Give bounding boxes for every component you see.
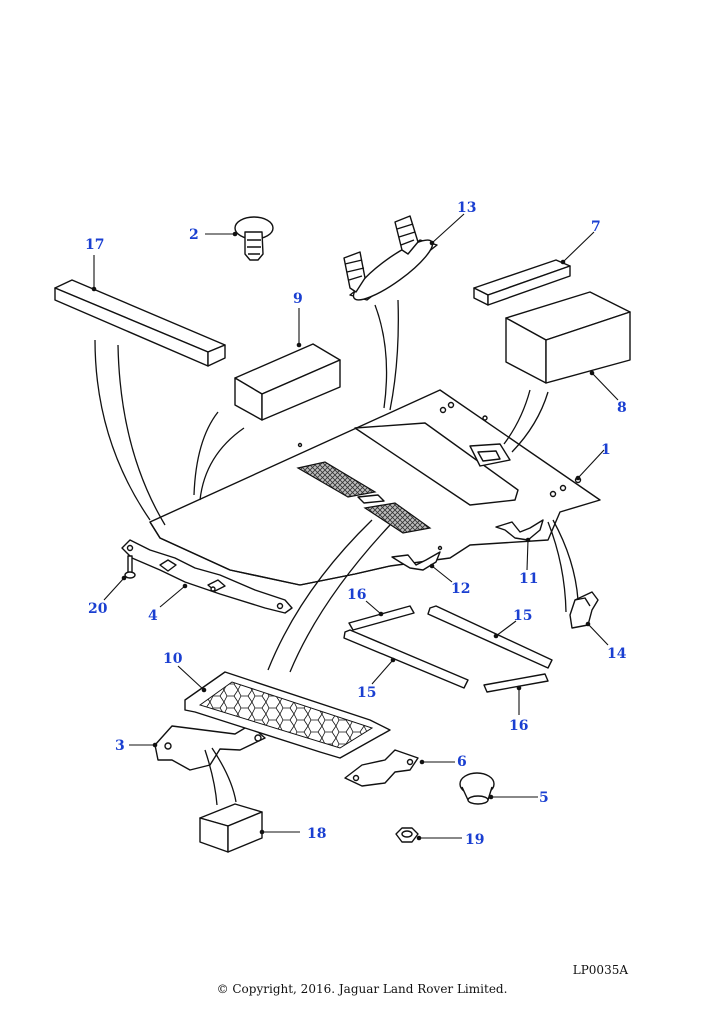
callout-11: 11 [519,571,538,587]
headlining-panel [149,389,601,586]
hex-nut [395,827,419,843]
mesh-grille [184,671,391,759]
callout-2: 2 [189,227,199,243]
callout-16-upper: 16 [347,587,366,603]
callout-7: 7 [591,219,601,235]
cap-knob [459,772,495,805]
callout-16-lower: 16 [509,718,528,734]
callout-17: 17 [85,237,104,253]
screw [124,555,136,579]
push-clip [234,216,274,261]
callout-9: 9 [293,291,303,307]
callout-19: 19 [465,832,484,848]
trim-strip-left [343,629,469,689]
cable-grommet [343,215,438,301]
bracket-plate [154,724,266,771]
callout-labels: 1 2 3 4 5 6 7 8 9 10 11 12 13 14 15 15 1… [85,200,627,848]
trim-strip-right [427,605,553,669]
callout-1: 1 [601,442,611,458]
foam-bar [54,279,226,367]
leader-lines [91,213,619,841]
hook-clip [495,519,544,541]
end-cover [569,591,599,629]
callout-5: 5 [539,790,549,806]
callout-13: 13 [457,200,476,216]
callout-15-upper: 15 [513,608,532,624]
callout-15-lower: 15 [357,685,376,701]
rail-bracket [121,539,293,614]
pad-block-small [199,803,263,853]
callout-6: 6 [457,754,467,770]
callout-8: 8 [617,400,627,416]
connector-curves [94,299,579,806]
callout-4: 4 [148,608,158,624]
callout-14: 14 [607,646,627,662]
short-strip-upper [348,605,415,631]
mounting-plate [344,749,419,787]
hook-clip-left [391,551,441,571]
short-strip-lower [483,673,549,693]
copyright-notice: © Copyright, 2016. Jaguar Land Rover Lim… [216,982,508,996]
callout-20: 20 [88,601,108,617]
reference-code: LP0035A [572,963,628,977]
pad-block-large [505,291,631,384]
callout-18: 18 [307,826,326,842]
callout-12: 12 [451,581,470,597]
callout-10: 10 [163,651,183,667]
callout-3: 3 [115,738,125,754]
pad-block [234,343,341,421]
foam-strip [473,259,571,306]
